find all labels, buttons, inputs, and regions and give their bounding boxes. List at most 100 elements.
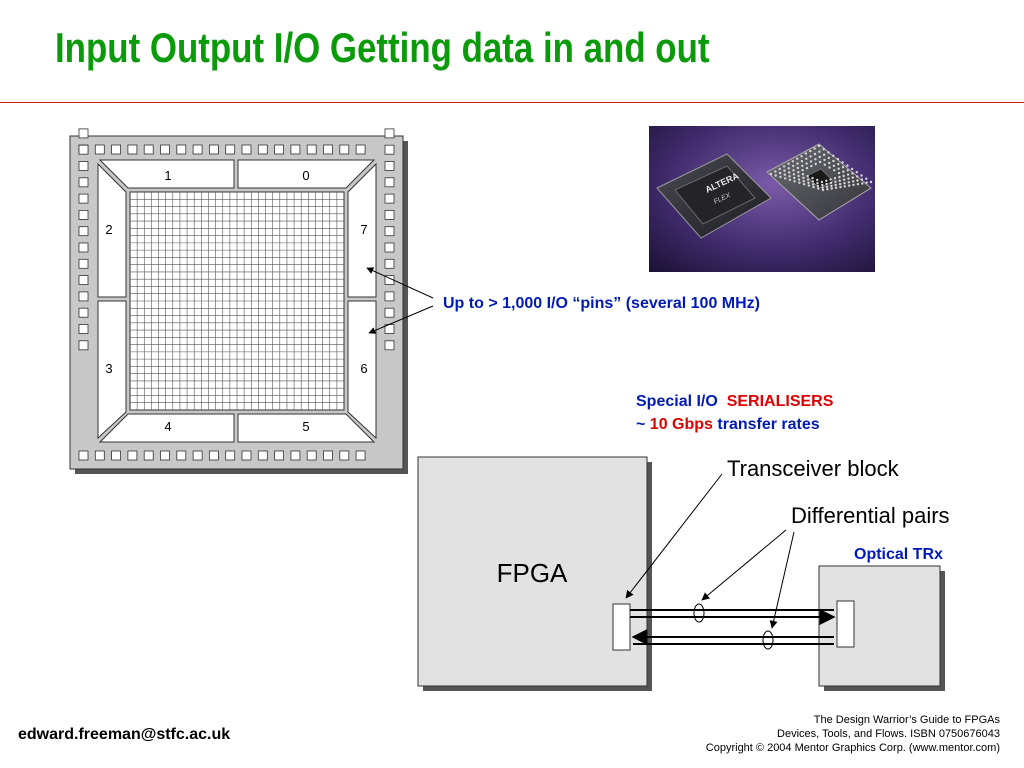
pga-pin <box>814 162 817 166</box>
chip-pin <box>78 144 89 155</box>
pga-pin <box>847 177 850 180</box>
pga-pin <box>842 170 845 173</box>
pga-pin <box>774 170 777 173</box>
chip-pin <box>176 450 187 461</box>
pga-pin <box>802 180 805 183</box>
pga-pin <box>812 183 815 186</box>
chip-pin <box>78 450 89 461</box>
pga-pin <box>823 163 826 166</box>
chip-pin <box>208 450 219 461</box>
pga-pin <box>783 173 786 176</box>
io-bank-3 <box>97 300 127 440</box>
chip-pin <box>94 144 105 155</box>
pga-pin <box>843 185 846 188</box>
pga-pin <box>818 160 822 164</box>
pga-pin <box>817 187 820 190</box>
serialisers-text: SERIALISERS <box>726 393 834 410</box>
io-bank-0 <box>237 159 376 189</box>
pga-pin <box>860 174 863 177</box>
pga-pin <box>817 144 821 148</box>
chip-pin <box>208 144 219 155</box>
chip-pin <box>192 144 203 155</box>
special-io-prefix: Special I/O <box>636 393 718 410</box>
pga-pin <box>778 171 782 175</box>
pga-pin <box>783 169 786 172</box>
chip-pin <box>127 450 138 461</box>
pga-pin <box>825 185 829 188</box>
credit-line-2: Devices, Tools, and Flows. ISBN 07506760… <box>777 728 1000 740</box>
logic-core-grid <box>130 192 344 410</box>
chip-pin <box>257 450 268 461</box>
pga-pin <box>830 187 833 190</box>
fpga-label: FPGA <box>497 558 568 588</box>
pga-pin <box>801 173 805 176</box>
pga-pin <box>800 155 803 158</box>
pga-pin <box>838 175 841 179</box>
pga-pin <box>846 169 849 172</box>
pga-pin <box>806 174 809 178</box>
io-bank-2 <box>97 162 127 298</box>
pga-pin <box>851 176 854 179</box>
pga-pin <box>841 166 845 169</box>
chip-pin <box>339 144 350 155</box>
pga-pin <box>832 159 835 163</box>
pga-pin <box>851 172 854 175</box>
diff-pair-callout-arrow-2 <box>769 531 795 629</box>
pga-pin <box>829 178 832 181</box>
chip-pin <box>384 340 395 351</box>
transceiver-callout-arrow <box>625 473 723 599</box>
pga-pin <box>805 162 808 165</box>
pga-pin <box>802 176 805 179</box>
pga-pin <box>827 151 830 154</box>
pga-pin <box>842 174 845 178</box>
chip-pin <box>78 128 89 139</box>
rate-suffix: transfer rates <box>717 416 820 433</box>
chip-pin <box>78 226 89 237</box>
pga-pin <box>841 161 844 164</box>
pga-pin <box>836 157 840 161</box>
pga-pin <box>810 164 813 168</box>
pga-pin <box>830 184 833 188</box>
pga-pin <box>811 176 814 180</box>
pga-pin <box>825 179 828 182</box>
pga-pin <box>822 148 825 151</box>
pga-pin <box>832 154 835 157</box>
slide-title: Input Output I/O Getting data in and out <box>55 24 710 71</box>
pga-pin <box>860 178 864 181</box>
chip-pin <box>241 144 252 155</box>
pga-pin <box>805 157 808 160</box>
pga-pin <box>856 183 860 186</box>
io-bank-6 <box>347 300 377 440</box>
pga-pin <box>793 176 796 180</box>
chip-pin <box>323 144 333 155</box>
chip-pin <box>290 144 301 155</box>
pga-pin <box>805 166 809 170</box>
chip-pin <box>384 307 395 318</box>
chip-pin <box>384 291 395 302</box>
pga-pin <box>816 184 820 188</box>
chip-photo-drawing: ALTERA FLEX <box>649 126 875 272</box>
chip-pin <box>241 450 252 461</box>
pga-pin <box>809 149 812 153</box>
credits-block: The Design Warrior’s Guide to FPGAs Devi… <box>706 713 1000 755</box>
pga-pin <box>823 158 826 162</box>
io-bank-1 <box>98 159 235 189</box>
chip-pin <box>78 161 89 171</box>
pga-pin <box>797 174 800 178</box>
credit-line-1: The Design Warrior’s Guide to FPGAs <box>813 714 1000 726</box>
chip-pins <box>78 128 395 461</box>
pga-pin <box>796 157 799 160</box>
pga-pin <box>869 180 873 184</box>
pga-pin <box>800 160 804 163</box>
bank-label-2: 2 <box>105 222 112 237</box>
chip-pin <box>384 161 395 171</box>
pga-pin <box>827 156 830 160</box>
pga-pin <box>788 171 791 174</box>
bank-label-4: 4 <box>164 419 171 434</box>
pga-pin <box>865 177 868 180</box>
chip-pin <box>176 144 187 155</box>
rate-value: 10 Gbps <box>649 416 713 433</box>
optical-trx-label: Optical TRx <box>852 546 945 564</box>
fpga-chip-diagram: 1 0 2 7 3 6 4 5 <box>69 128 408 474</box>
chip-pin <box>225 144 236 155</box>
